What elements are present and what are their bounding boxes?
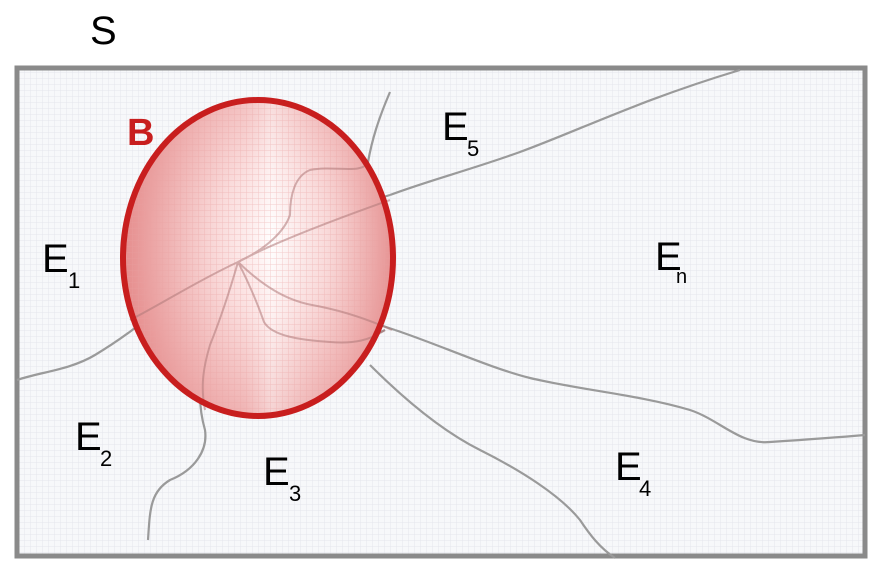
element-letter: E [442,105,469,149]
element-index: 4 [639,476,651,501]
element-index: 5 [467,136,479,161]
region-b [123,100,393,416]
element-letter: E [263,450,290,494]
region-label: B [127,112,154,154]
element-index: 3 [289,481,301,506]
element-letter: E [615,445,642,489]
element-index: 2 [100,446,112,471]
element-index: 1 [68,268,80,293]
element-index: n [676,266,687,288]
element-letter: E [75,415,102,459]
element-letter: E [42,237,69,281]
set-label: S [90,9,117,53]
